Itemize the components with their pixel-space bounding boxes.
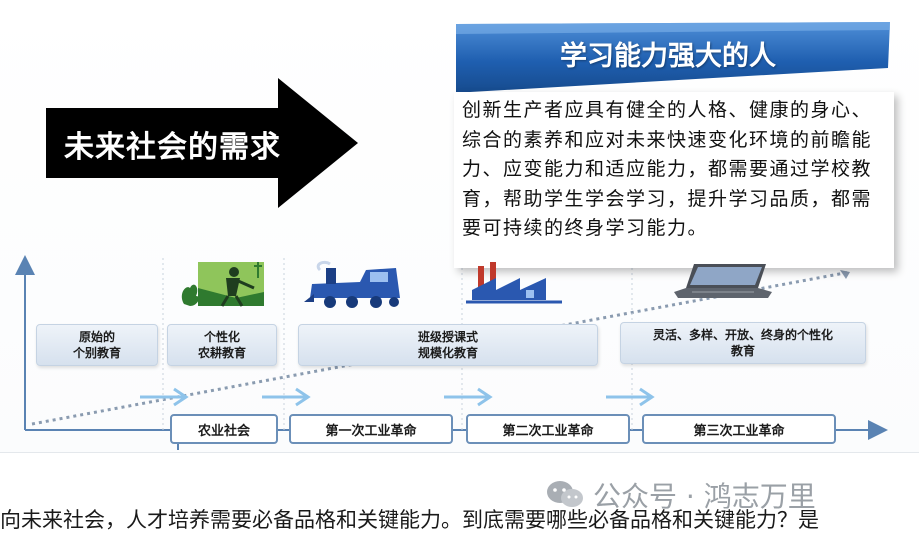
- era-second-industrial-revolution: 第二次工业革命: [466, 414, 630, 444]
- watermark: 公众号 · 鸿志万里: [545, 478, 816, 513]
- stage-label: 灵活、多样、开放、终身的个性化 教育: [652, 328, 833, 358]
- future-demand-label: 未来社会的需求: [64, 130, 281, 165]
- stage-label: 个性化 农耕教育: [197, 330, 246, 360]
- description-text: 创新生产者应具有健全的人格、健康的身心、综合的素养和应对未来快速变化环境的前瞻能…: [462, 99, 873, 239]
- title-banner: 学习能力强大的人: [450, 20, 900, 98]
- article-caption: 向未来社会，人才培养需要必备品格和关键能力。到底需要哪些必备品格和关键能力？是: [0, 508, 819, 532]
- wechat-icon: [547, 481, 583, 507]
- stage-primitive-education: 原始的 个别教育: [36, 324, 158, 366]
- progress-arrow-3: [444, 387, 493, 407]
- future-demand-arrow: 未来社会的需求: [46, 78, 358, 208]
- progress-arrow-1: [140, 387, 189, 407]
- stage-class-education: 班级授课式 规模化教育: [298, 324, 598, 366]
- stage-label: 原始的 个别教育: [72, 330, 121, 360]
- stage-agrarian-education: 个性化 农耕教育: [167, 324, 277, 366]
- era-agricultural-society: 农业社会: [170, 414, 278, 444]
- stage-label: 班级授课式 规模化教育: [417, 330, 478, 360]
- factory-icon: [466, 262, 562, 304]
- watermark-text: 公众号 · 鸿志万里: [593, 480, 816, 513]
- progress-arrow-2: [262, 387, 311, 407]
- stage-personalized-education: 灵活、多样、开放、终身的个性化 教育: [620, 322, 866, 364]
- farmer-icon: [181, 262, 264, 307]
- era-third-industrial-revolution: 第三次工业革命: [642, 414, 836, 444]
- locomotive-icon: [304, 260, 400, 308]
- slide: 未来社会的需求 学习能力强大的人 创新生产者应具有健全的人格、健康的身心、综合的…: [0, 0, 919, 453]
- description-box: 创新生产者应具有健全的人格、健康的身心、综合的素养和应对未来快速变化环境的前瞻能…: [454, 92, 894, 268]
- laptop-icon: [674, 264, 772, 298]
- banner-title: 学习能力强大的人: [560, 41, 776, 72]
- era-first-industrial-revolution: 第一次工业革命: [289, 414, 453, 444]
- progress-arrow-4: [606, 387, 655, 407]
